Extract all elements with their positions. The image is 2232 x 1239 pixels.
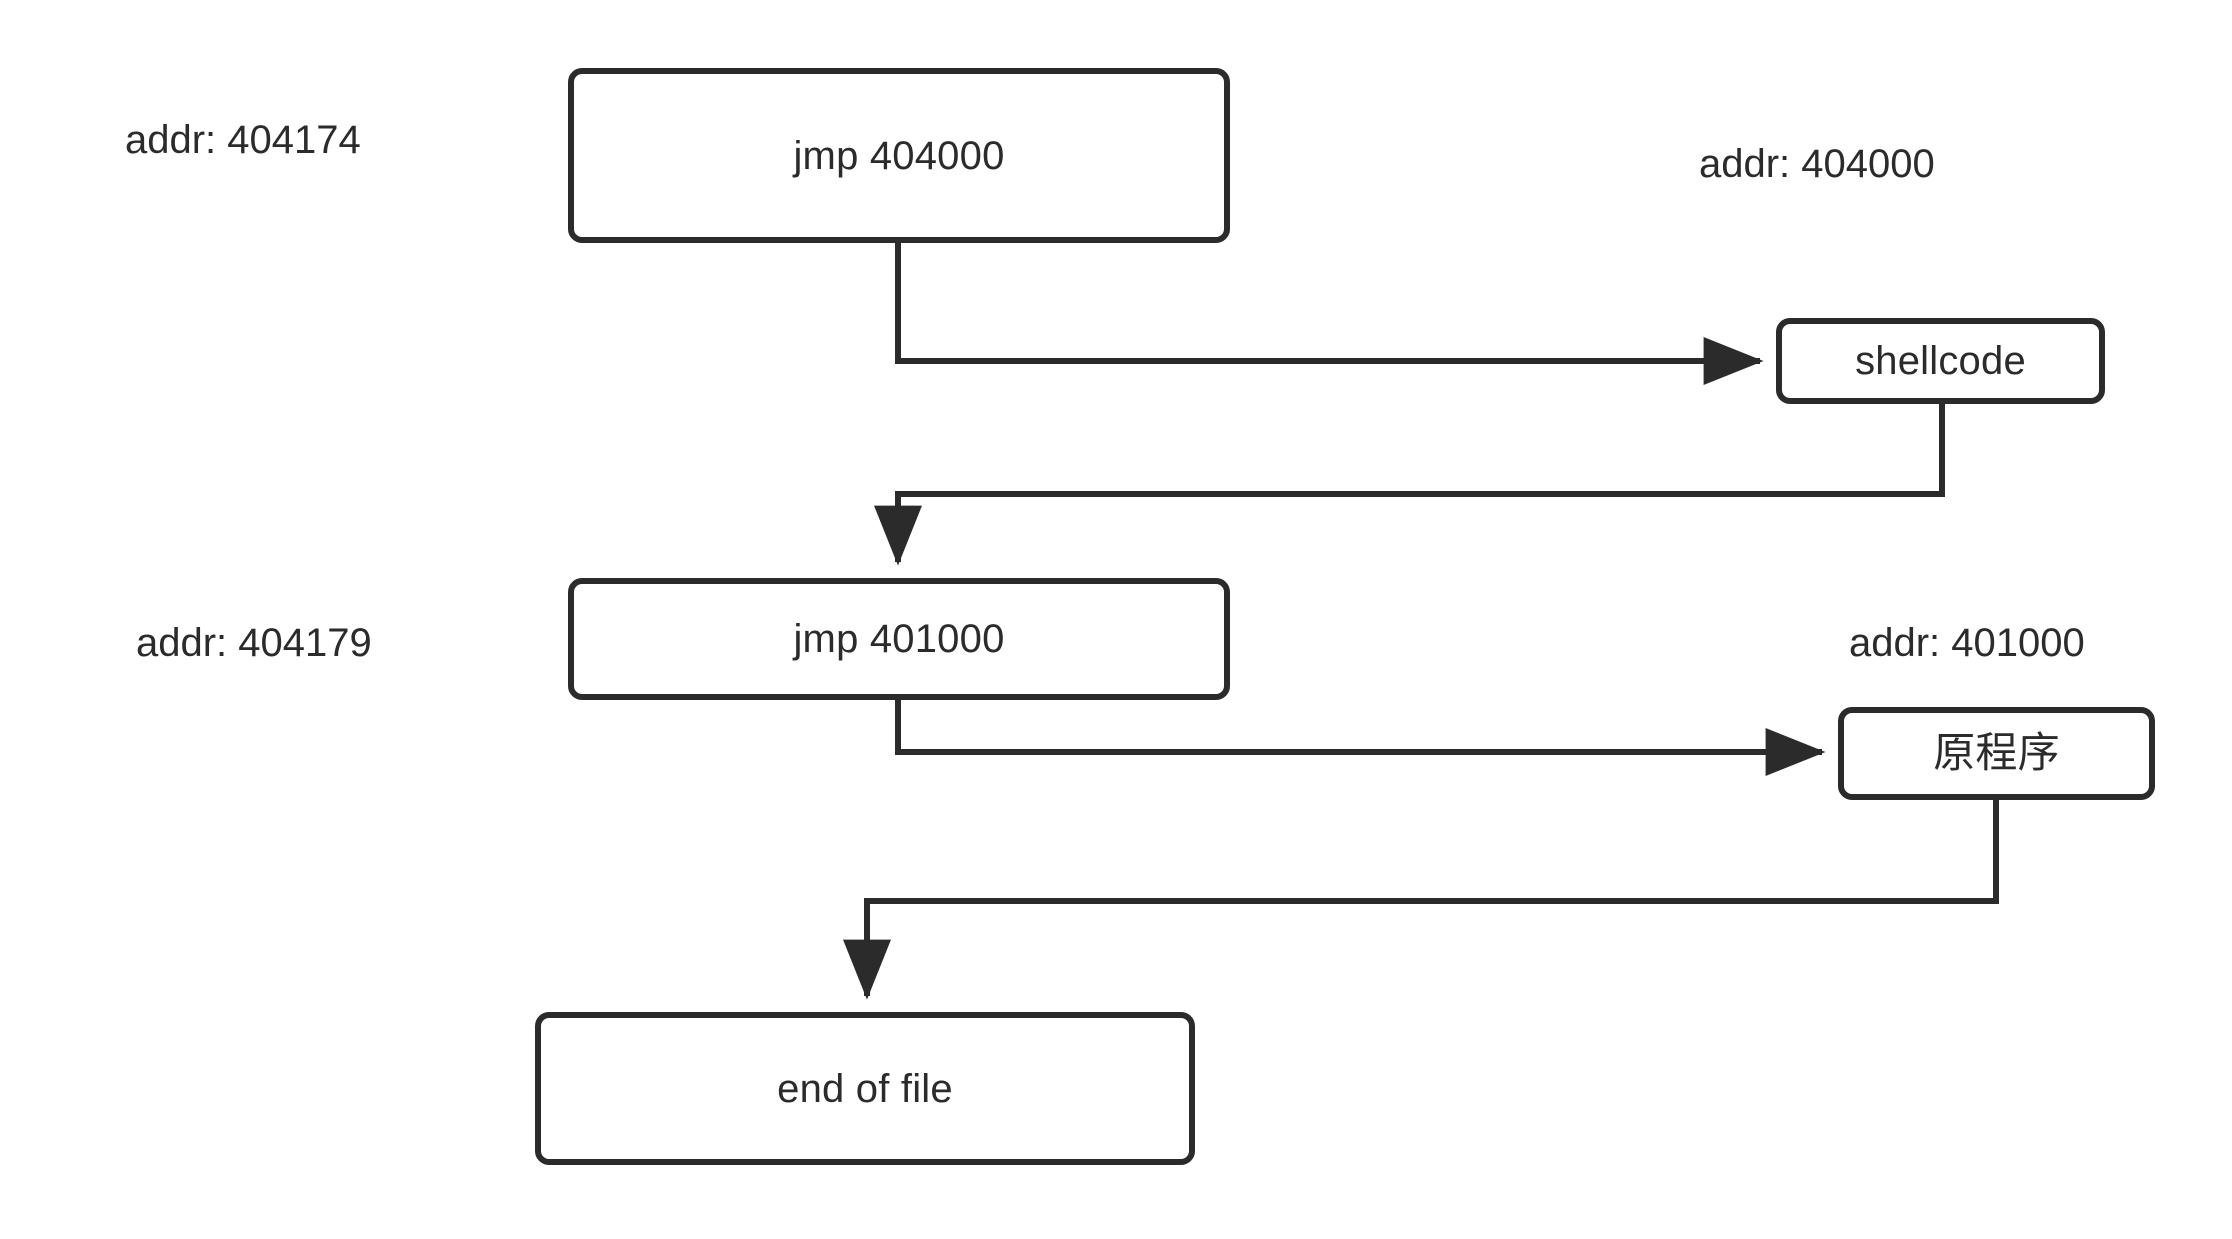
addr-label-404000: addr: 404000 xyxy=(1699,142,1935,186)
node-jmp-401000[interactable]: jmp 401000 xyxy=(568,578,1230,700)
node-shellcode[interactable]: shellcode xyxy=(1776,318,2105,404)
node-label-jmp-401000: jmp 401000 xyxy=(793,617,1005,661)
node-original-program[interactable]: 原程序 xyxy=(1838,707,2155,800)
addr-label-401000: addr: 401000 xyxy=(1849,621,2085,665)
node-end-of-file[interactable]: end of file xyxy=(535,1012,1195,1165)
node-label-shellcode: shellcode xyxy=(1855,339,2026,383)
edge-jmp401000-to-original xyxy=(895,700,1826,776)
node-label-end-of-file: end of file xyxy=(777,1066,953,1111)
edge-jmp404000-to-shellcode xyxy=(895,243,1764,385)
edge-shellcode-to-jmp401000 xyxy=(874,404,1945,566)
addr-label-404179: addr: 404179 xyxy=(136,621,372,665)
node-label-original-program: 原程序 xyxy=(1933,729,2060,777)
node-label-jmp-404000: jmp 404000 xyxy=(793,133,1005,178)
addr-label-404174: addr: 404174 xyxy=(125,118,361,162)
edge-original-to-eof xyxy=(843,800,1999,1000)
node-jmp-404000[interactable]: jmp 404000 xyxy=(568,68,1230,243)
